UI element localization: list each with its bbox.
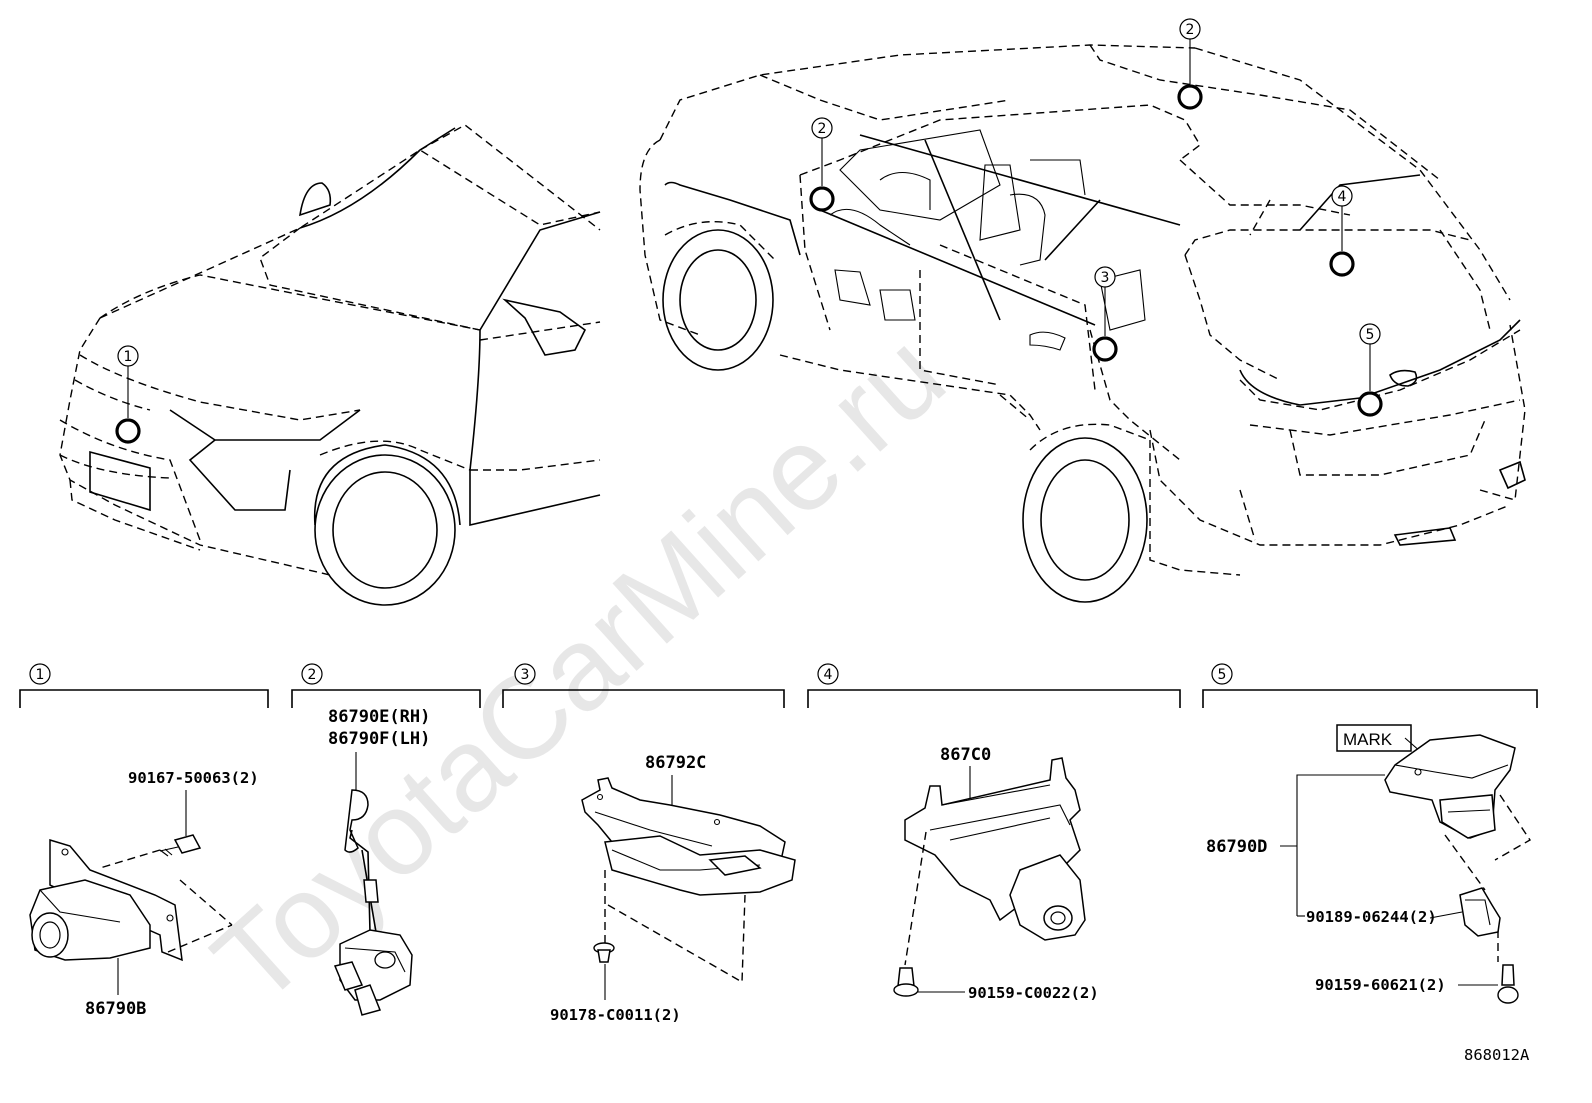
part-label-90189-06244: 90189-06244(2)	[1306, 908, 1437, 926]
section-header-1: 1	[19, 663, 269, 708]
location-callout-2-front: 2	[809, 117, 835, 212]
location-callout-3: 3	[1092, 266, 1118, 362]
svg-text:2: 2	[818, 121, 827, 137]
screw-icon	[893, 967, 919, 997]
nut-icon	[1459, 887, 1501, 937]
location-callout-5: 5	[1357, 323, 1383, 417]
part-label-90159-60621: 90159-60621(2)	[1315, 976, 1446, 994]
part-label-90159-C0022: 90159-C0022(2)	[968, 984, 1099, 1002]
part-label-86790E: 86790E(RH)	[328, 707, 430, 727]
svg-text:2: 2	[308, 667, 317, 683]
section-header-2: 2	[291, 663, 481, 708]
svg-text:3: 3	[1101, 270, 1110, 286]
front-vehicle-view	[59, 124, 601, 606]
part-label-90167-50063: 90167-50063(2)	[128, 769, 259, 787]
section-5-back-camera: MARK 86790D 90189-06244(2) 90159-60621(2…	[1206, 724, 1531, 1004]
screw-icon	[159, 834, 202, 857]
svg-text:4: 4	[824, 667, 833, 683]
clip-icon	[593, 942, 615, 963]
mark-label: MARK	[1343, 730, 1393, 749]
part-label-86790B: 86790B	[85, 999, 146, 1019]
part-label-90178-C0011: 90178-C0011(2)	[550, 1006, 681, 1024]
part-label-86790D: 86790D	[1206, 837, 1267, 857]
svg-text:1: 1	[124, 349, 133, 365]
section-1-front-camera: 90167-50063(2) 86790B	[29, 769, 259, 1019]
section-2-side-camera: 86790E(RH) 86790F(LH)	[328, 707, 430, 1016]
section-header-5: 5	[1202, 663, 1538, 708]
svg-text:5: 5	[1218, 667, 1227, 683]
svg-text:2: 2	[1186, 22, 1195, 38]
svg-text:3: 3	[521, 667, 530, 683]
rear-vehicle-view	[639, 44, 1526, 603]
location-callout-4: 4	[1329, 185, 1355, 277]
drawing-id: 868012A	[1464, 1046, 1530, 1064]
part-label-86792C: 86792C	[645, 753, 706, 773]
section-3-camera-ecu: 86792C 90178-C0011(2)	[550, 753, 796, 1024]
part-label-86790F: 86790F(LH)	[328, 729, 430, 749]
section-header-3: 3	[502, 663, 785, 708]
location-callout-1: 1	[115, 345, 141, 444]
location-callout-2-rear: 2	[1177, 18, 1203, 110]
section-header-4: 4	[807, 663, 1181, 708]
svg-text:1: 1	[36, 667, 45, 683]
svg-text:5: 5	[1366, 327, 1375, 343]
part-label-867C0: 867C0	[940, 745, 991, 765]
screw-icon	[1497, 964, 1519, 1004]
svg-text:4: 4	[1338, 189, 1347, 205]
section-4-camera-bracket: 867C0 90159-C0022(2)	[893, 745, 1099, 1002]
